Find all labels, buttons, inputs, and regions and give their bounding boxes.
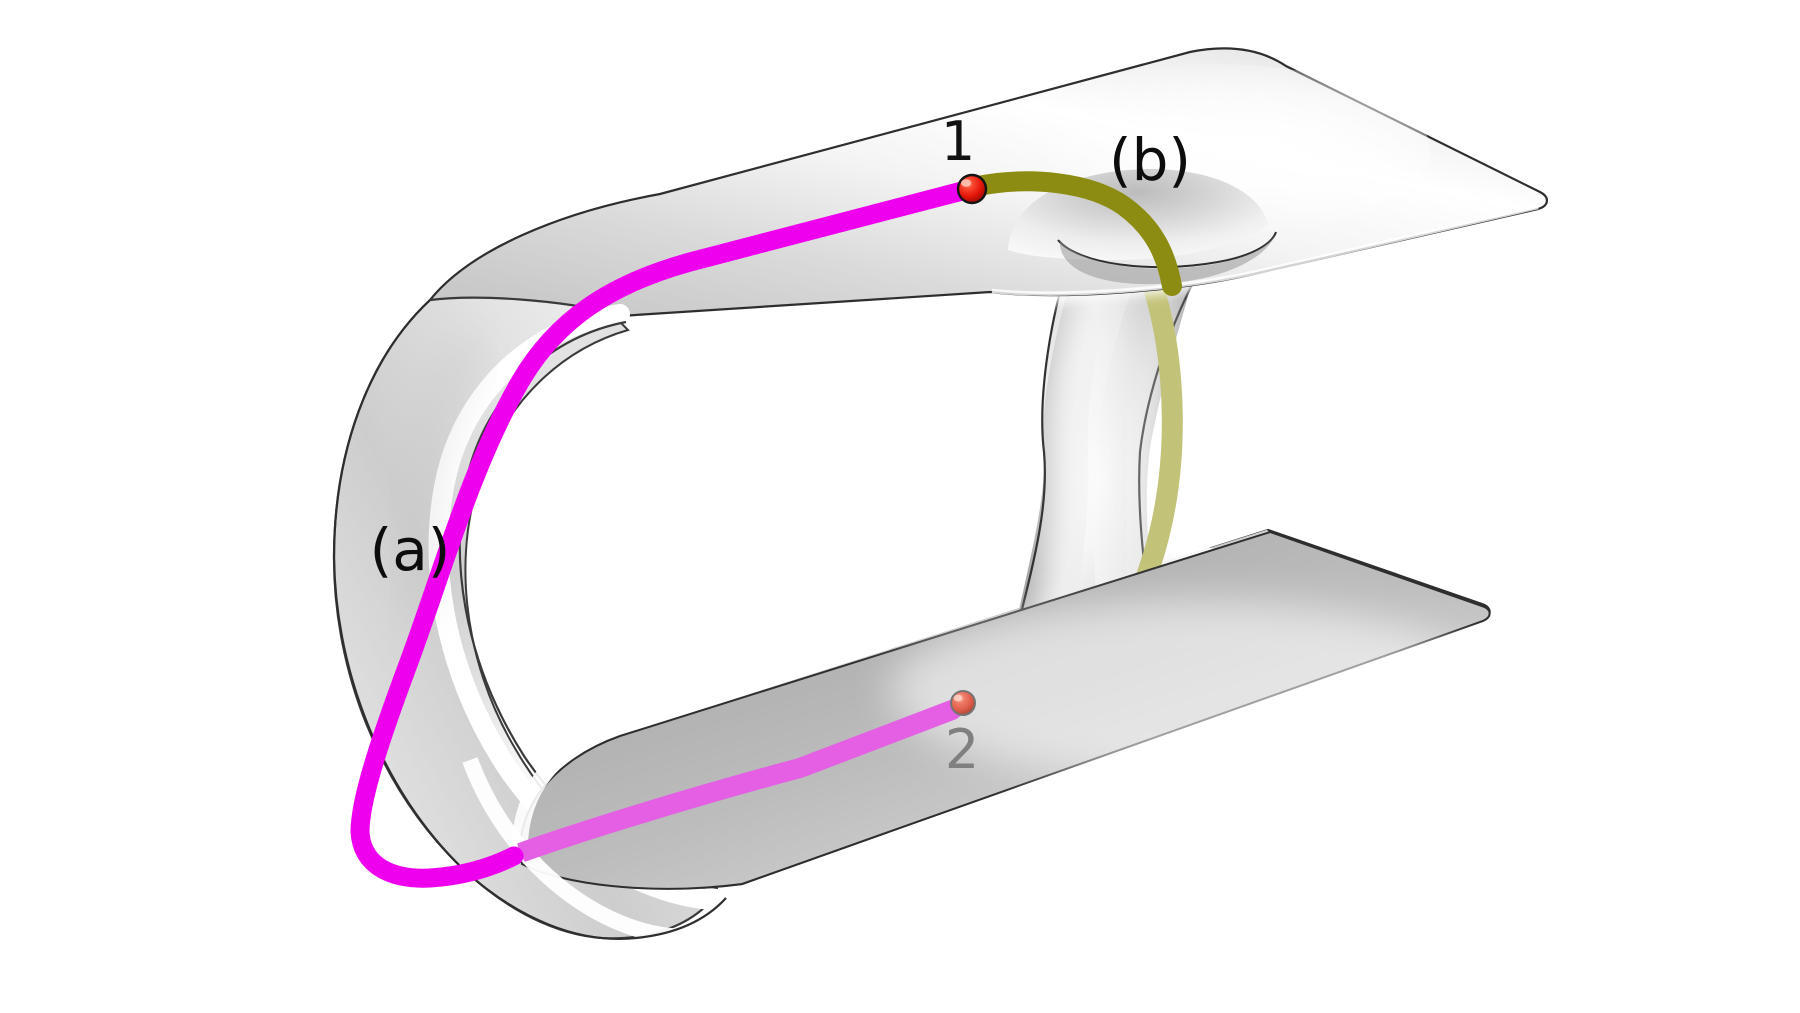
geodesic-b <box>968 171 1182 296</box>
label-point-1: 1 <box>941 110 975 173</box>
upper-neck-rim <box>1057 231 1277 269</box>
marker-point-1[interactable] <box>956 173 988 205</box>
point-1-specular <box>961 179 971 187</box>
point-2-specular <box>953 694 963 702</box>
marker-point-2[interactable] <box>950 690 976 716</box>
tube-floor-highlight <box>890 600 1490 780</box>
geodesic-a <box>350 180 976 888</box>
point-2-sphere[interactable] <box>950 690 976 716</box>
label-region-a: (a) <box>370 516 451 584</box>
label-point-2: 2 <box>945 718 979 781</box>
geodesic-a-occluded-segment <box>516 700 962 866</box>
upper-plane-edge-highlight <box>991 204 1539 296</box>
cylinder-tube-surface <box>332 296 1491 945</box>
geodesic-a-dimmed <box>516 700 962 866</box>
tube-belly-shading <box>398 331 486 613</box>
tube-upper-contour <box>332 299 431 559</box>
point-1-sphere[interactable] <box>956 173 988 205</box>
geodesic-a-bright <box>350 180 976 888</box>
upper-rim-shadow <box>1059 232 1276 285</box>
tube-lower-contour <box>332 557 727 940</box>
label-region-b: (b) <box>1109 126 1191 194</box>
tube-bottom-glow <box>462 757 756 945</box>
geodesic-b-bright <box>968 171 1182 296</box>
